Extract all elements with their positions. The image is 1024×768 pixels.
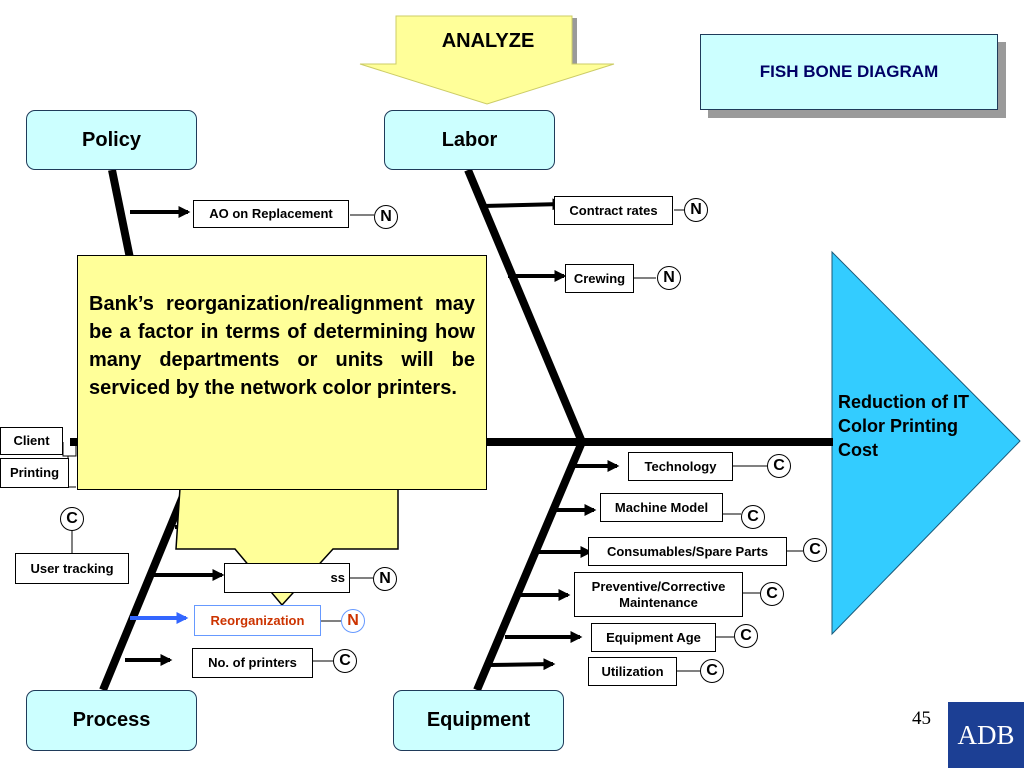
analyze-arrow [359, 15, 615, 105]
bone-labor [464, 168, 586, 444]
cause-printing-partial: Printing [0, 458, 69, 488]
branch-utilization [489, 658, 556, 671]
cause-reorganization: Reorganization [194, 605, 321, 636]
cause-contract-rates: Contract rates [554, 196, 673, 225]
cause-no-of-printers: No. of printers [192, 648, 313, 678]
rating-consumables: C [803, 538, 827, 562]
cause-user-tracking: User tracking [15, 553, 129, 584]
cause-technology: Technology [628, 452, 733, 481]
cause-maintenance: Preventive/Corrective Maintenance [574, 572, 743, 617]
cause-process-partial: ss [224, 563, 350, 593]
rating-equipment-age: C [734, 624, 758, 648]
diagram-title: FISH BONE DIAGRAM [700, 34, 998, 110]
category-policy: Policy [26, 110, 197, 170]
rating-contract-rates: N [684, 198, 708, 222]
rating-technology: C [767, 454, 791, 478]
cause-consumables: Consumables/Spare Parts [588, 537, 787, 566]
category-process: Process [26, 690, 197, 751]
rating-crewing: N [657, 266, 681, 290]
effect-label: Reduction of IT Color Printing Cost [838, 392, 969, 460]
rating-reorganization: N [341, 609, 365, 633]
cause-equipment-age: Equipment Age [591, 623, 716, 652]
rating-maintenance: C [760, 582, 784, 606]
bone-equipment [473, 440, 586, 692]
analyze-banner: ANALYZE [441, 30, 535, 52]
cause-utilization: Utilization [588, 657, 677, 686]
cause-client-partial: Client [0, 427, 63, 455]
rating-ao-on-replacement: N [374, 205, 398, 229]
rating-no-of-printers: C [333, 649, 357, 673]
page-number: 45 [912, 708, 931, 729]
adb-logo: ADB [948, 702, 1024, 768]
category-labor: Labor [384, 110, 555, 170]
rating-machine-model: C [741, 505, 765, 529]
cause-crewing: Crewing [565, 264, 634, 293]
category-equipment: Equipment [393, 690, 564, 751]
reorganization-note: Bank’s reorganization/realignment may be… [77, 255, 487, 490]
branch-contract-rates [482, 198, 565, 211]
cause-ao-on-replacement: AO on Replacement [193, 200, 349, 228]
cause-machine-model: Machine Model [600, 493, 723, 522]
rating-user-tracking: C [60, 507, 84, 531]
rating-process-partial: N [373, 567, 397, 591]
rating-utilization: C [700, 659, 724, 683]
